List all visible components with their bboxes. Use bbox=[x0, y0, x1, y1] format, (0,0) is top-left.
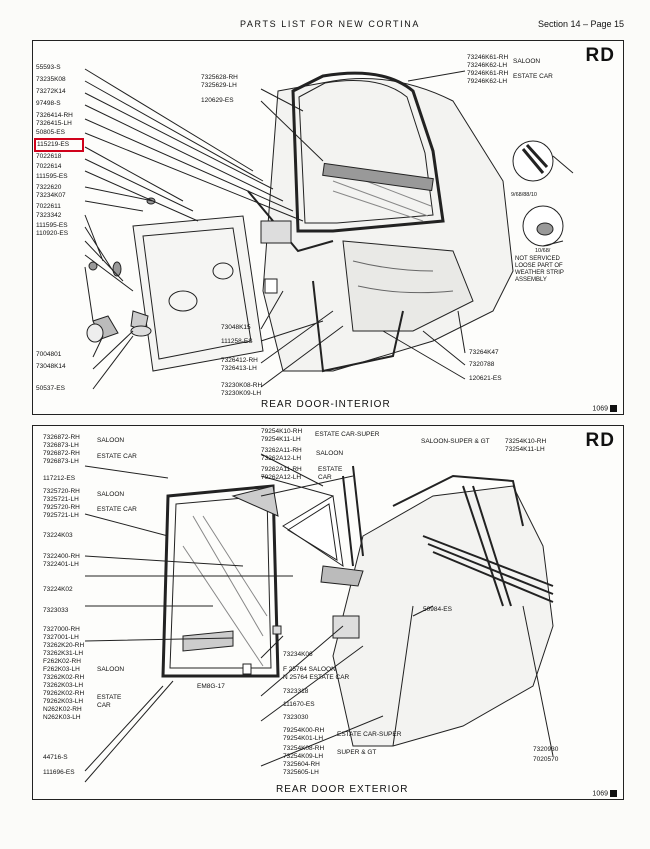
part-number-label: 73224K03 bbox=[43, 532, 73, 539]
rear-door-interior-panel: RD 55593-S 73235K08 73272K14 97498-S 732… bbox=[32, 40, 624, 415]
part-number-label: 73234K06 bbox=[283, 651, 313, 658]
part-number-label: 120621-ES bbox=[469, 375, 502, 382]
part-number-label: 120629-ES bbox=[201, 97, 234, 104]
variant-tag: ESTATE CAR bbox=[97, 694, 122, 709]
part-number-label: 55593-S bbox=[36, 64, 61, 71]
part-number-label: 7326415-LH bbox=[36, 120, 72, 127]
exterior-section-code: RD bbox=[585, 430, 615, 451]
part-group: 7327000-RH 7327001-LH 73262K20-RH 73262K… bbox=[43, 626, 85, 721]
part-number-label: 73246K61-RH bbox=[467, 54, 509, 61]
page-title: PARTS LIST FOR NEW CORTINA bbox=[240, 19, 420, 29]
part-group: 79262A11-RH 79262A12-LH bbox=[261, 466, 302, 481]
part-group: 73254K08-RH 73254K09-LH bbox=[283, 745, 325, 760]
part-number-label: 7022611 bbox=[36, 203, 61, 210]
part-number-label: 73048K14 bbox=[36, 363, 66, 370]
part-group: 7325628-RH 7325629-LH bbox=[201, 74, 238, 90]
part-number-label: 111595-ES bbox=[36, 173, 68, 180]
part-number-label: 79246K62-LH bbox=[467, 78, 508, 85]
interior-page-number: 1069 bbox=[592, 404, 617, 412]
part-group: 7326872-RH 7326873-LH 7926872-RH 7926873… bbox=[43, 434, 80, 465]
part-group: 7325720-RH 7325721-LH 7925720-RH 7925721… bbox=[43, 488, 80, 519]
variant-tag: ESTATE CAR bbox=[318, 466, 343, 481]
variant-tag: SALOON bbox=[316, 450, 344, 457]
part-number-label: 7320930 bbox=[533, 746, 559, 753]
part-number-label: 73048K15 bbox=[221, 324, 251, 331]
part-number-label: 111595-ES bbox=[36, 222, 68, 229]
part-number-label: 73235K08 bbox=[36, 76, 66, 83]
part-number-label: 117212-ES bbox=[43, 475, 76, 482]
part-number-label: 7323033 bbox=[43, 607, 69, 614]
interior-section-code: RD bbox=[585, 45, 615, 66]
part-number-label: 73234K07 bbox=[36, 192, 66, 199]
part-number-label: 73230K09-LH bbox=[221, 390, 262, 397]
variant-tag: ESTATE CAR bbox=[97, 453, 137, 460]
part-group: 7322400-RH 7322401-LH bbox=[43, 553, 80, 568]
marker-icon bbox=[610, 789, 617, 797]
part-number-label: 7326412-RH bbox=[221, 357, 258, 364]
part-number-label: 7326414-RH bbox=[36, 112, 73, 119]
illustration-ref: 10/68/ bbox=[535, 248, 551, 254]
highlighted-part-number[interactable]: 115219-ES bbox=[34, 138, 84, 152]
illustration-ref: 9/68/88/10 bbox=[511, 192, 537, 198]
part-number-label: 50805-ES bbox=[36, 129, 65, 136]
part-group: 79254K00-RH 79254K01-LH bbox=[283, 727, 325, 742]
part-number-label: 79246K61-RH bbox=[467, 70, 509, 77]
part-group: 73254K10-RH 73254K11-LH bbox=[505, 438, 547, 453]
variant-tag: ESTATE CAR bbox=[97, 506, 137, 513]
variant-tag: SUPER & GT bbox=[337, 749, 377, 756]
part-group: 73230K08-RH 73230K09-LH bbox=[221, 382, 262, 398]
part-number-label: F 25764 SALOON bbox=[283, 666, 336, 673]
part-number-label: 7323030 bbox=[283, 714, 309, 721]
part-number-label: 97498-S bbox=[36, 100, 61, 107]
part-number-label: 110920-ES bbox=[36, 230, 69, 237]
part-number-label: 50984-ES bbox=[423, 606, 452, 613]
variant-tag: SALOON-SUPER & GT bbox=[421, 438, 490, 445]
exterior-caption: REAR DOOR EXTERIOR bbox=[276, 784, 409, 795]
part-number-label: 44716-S bbox=[43, 754, 68, 761]
exterior-page-number: 1069 bbox=[592, 789, 617, 797]
part-number-label: 73230K08-RH bbox=[221, 382, 263, 389]
part-group: 73262A11-RH 73262A12-LH bbox=[261, 447, 302, 462]
part-number-label: 73272K14 bbox=[36, 88, 66, 95]
part-group: 79254K10-RH 79254K11-LH bbox=[261, 428, 303, 443]
part-number-label: 7004801 bbox=[36, 351, 62, 358]
part-number-label: 7322620 bbox=[36, 184, 62, 191]
part-number-label: 111258-ES bbox=[221, 338, 253, 345]
rear-door-exterior-drawing bbox=[84, 453, 554, 783]
variant-tag: SALOON bbox=[97, 437, 125, 444]
rear-door-interior-drawing bbox=[84, 68, 574, 390]
part-group: 7325604-RH 7325605-LH bbox=[283, 761, 320, 776]
part-number-label: 73246K62-LH bbox=[467, 62, 508, 69]
section-page-label: Section 14 – Page 15 bbox=[538, 19, 625, 29]
part-number-label: 7326413-LH bbox=[221, 365, 257, 372]
part-group: 7326412-RH 7326413-LH bbox=[221, 357, 258, 373]
part-number-label: 7325629-LH bbox=[201, 82, 237, 89]
part-number-label: 7325628-RH bbox=[201, 74, 238, 81]
weatherstrip-part-group: 73246K61-RH 73246K62-LH 79246K61-RH 7924… bbox=[467, 54, 508, 86]
part-number-label: 7320788 bbox=[469, 361, 495, 368]
variant-tag: SALOON bbox=[97, 491, 125, 498]
part-number-label: 73264K47 bbox=[469, 349, 499, 356]
part-number-label: EM8G-17 bbox=[197, 683, 225, 690]
part-group: 7326414-RH 7326415-LH bbox=[36, 112, 73, 128]
rear-door-exterior-panel: RD 7326872-RH 7326873-LH 7926872-RH 7926… bbox=[32, 425, 624, 800]
part-number-label: 7020570 bbox=[533, 756, 559, 763]
part-number-label: 111670-ES bbox=[283, 701, 315, 708]
variant-tag: SALOON bbox=[513, 58, 541, 65]
part-number-label: 7022614 bbox=[36, 163, 62, 170]
part-number-label: 7022618 bbox=[36, 153, 62, 160]
part-number-label: 111696-ES bbox=[43, 769, 75, 776]
part-number-label: 50537-ES bbox=[36, 385, 65, 392]
part-number-label: 7323318 bbox=[283, 688, 309, 695]
interior-caption: REAR DOOR-INTERIOR bbox=[261, 399, 391, 410]
variant-tag: SALOON bbox=[97, 666, 125, 673]
part-number-label: 7323342 bbox=[36, 212, 62, 219]
variant-tag: ESTATE CAR bbox=[513, 73, 553, 80]
part-number-label: N 25764 ESTATE CAR bbox=[283, 674, 350, 681]
marker-icon bbox=[610, 404, 617, 412]
variant-tag: ESTATE CAR-SUPER bbox=[315, 431, 380, 438]
note-text: NOT SERVICED LOOSE PART OF WEATHER STRIP… bbox=[515, 256, 564, 283]
variant-tag: ESTATE CAR-SUPER bbox=[337, 731, 402, 738]
part-number-label: 73224K02 bbox=[43, 586, 73, 593]
